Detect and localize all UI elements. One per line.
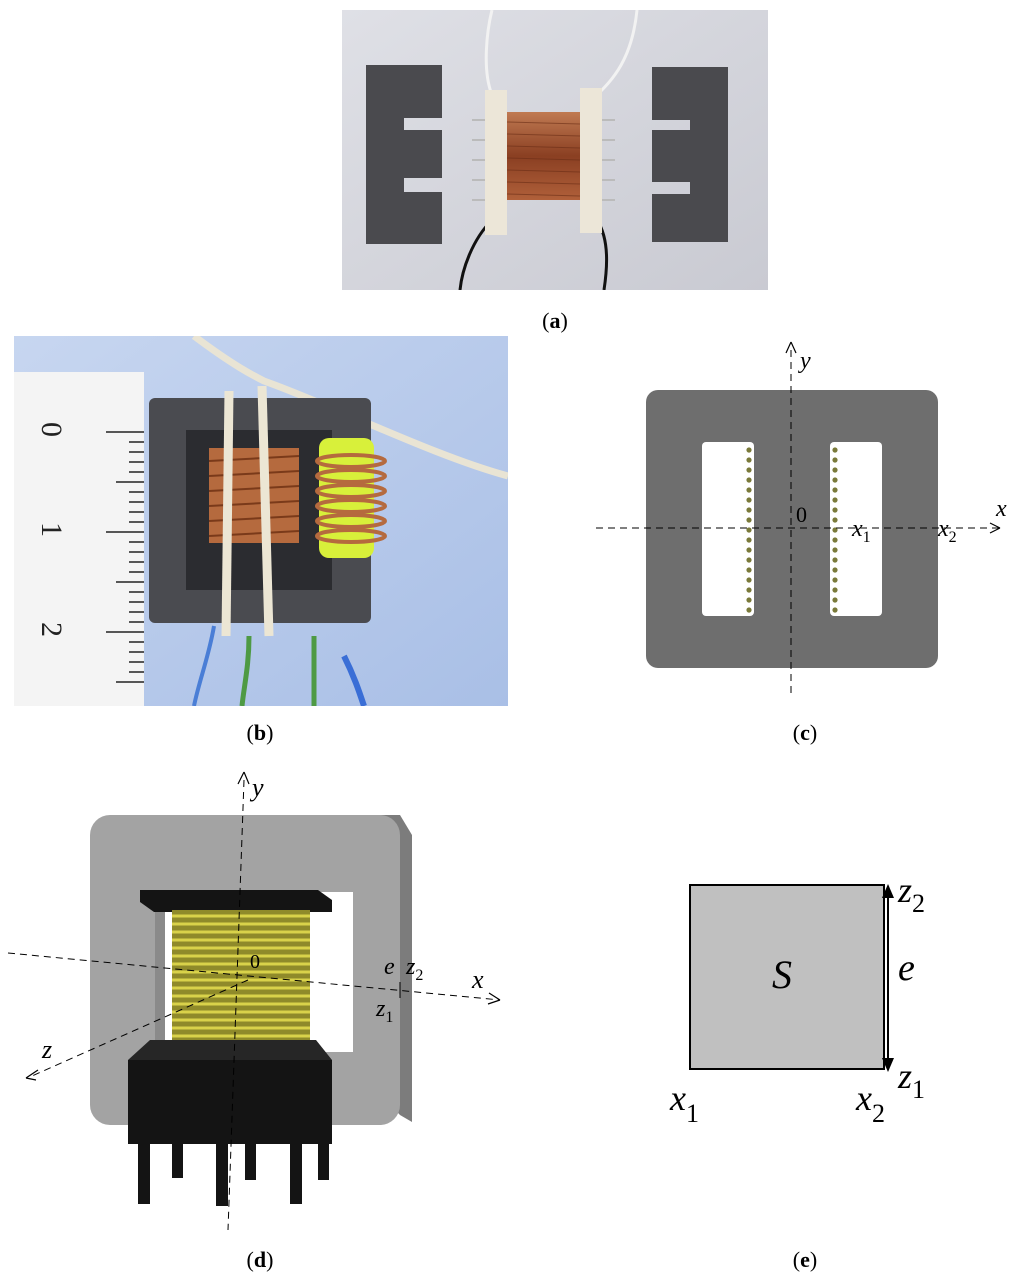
caption-b: (b) bbox=[246, 720, 274, 745]
bottom-block bbox=[128, 1060, 332, 1144]
section-square bbox=[689, 884, 885, 1070]
left-e-core bbox=[366, 65, 442, 244]
core-bobbin-photo bbox=[342, 9, 768, 291]
caption-a: (a) bbox=[542, 308, 568, 333]
ruler-label-2: 2 bbox=[35, 622, 68, 637]
z2-label: z2 bbox=[405, 954, 423, 984]
z2-label: z2 bbox=[897, 870, 925, 918]
z-axis-label: z bbox=[41, 1035, 52, 1064]
y-axis-label: y bbox=[249, 773, 264, 802]
copper-winding bbox=[507, 112, 580, 200]
transformer-photo: 0 1 2 bbox=[14, 333, 509, 707]
caption-e: (e) bbox=[792, 1247, 818, 1272]
winding-dots bbox=[746, 447, 838, 613]
right-window bbox=[830, 442, 882, 616]
caption-c: (c) bbox=[792, 720, 818, 745]
ruler bbox=[14, 372, 144, 706]
ruler-label-0: 0 bbox=[35, 422, 68, 437]
panel-c-diagram: y x 0 x1 x2 bbox=[590, 338, 1024, 700]
x2-label: x2 bbox=[855, 1078, 885, 1128]
x1-label: x1 bbox=[851, 516, 871, 546]
x2-label: x2 bbox=[937, 516, 957, 546]
y-axis-label: y bbox=[798, 348, 811, 374]
origin-label: 0 bbox=[250, 951, 260, 973]
top-flange bbox=[140, 890, 332, 912]
x-axis-label: x bbox=[995, 496, 1007, 522]
ruler-label-1: 1 bbox=[35, 522, 68, 537]
right-e-core bbox=[652, 67, 728, 242]
y-axis bbox=[227, 779, 245, 1231]
area-label: S bbox=[772, 952, 792, 997]
z1-label: z1 bbox=[375, 996, 393, 1026]
panel-b-photo: 0 1 2 bbox=[14, 333, 509, 707]
z-axis bbox=[31, 979, 249, 1077]
z1-label: z1 bbox=[897, 1056, 925, 1104]
x-axis-label: x bbox=[471, 965, 484, 994]
panel-d-3d-model: y x z 0 e z2 z1 bbox=[0, 760, 520, 1238]
panel-a-photo bbox=[342, 9, 768, 291]
core-cross-section: y x 0 x1 x2 bbox=[596, 341, 1007, 693]
ruler-ticks bbox=[106, 431, 144, 683]
left-window bbox=[702, 442, 754, 616]
e-label: e bbox=[384, 954, 395, 980]
coil-3d bbox=[172, 910, 310, 1048]
primary-winding bbox=[209, 448, 299, 543]
thickness-label: e bbox=[898, 947, 915, 989]
caption-d: (d) bbox=[246, 1247, 274, 1272]
x1-label: x1 bbox=[669, 1078, 699, 1128]
transformer-3d: y x z 0 e z2 z1 bbox=[7, 771, 501, 1231]
core-outline bbox=[646, 390, 938, 668]
origin-label: 0 bbox=[796, 502, 807, 527]
section-diagram: S e z2 z1 x1 x2 bbox=[669, 870, 925, 1128]
x-axis bbox=[7, 952, 501, 1001]
panel-e-section: S e z2 z1 x1 x2 bbox=[660, 860, 1000, 1140]
pins-3d bbox=[138, 1144, 329, 1206]
